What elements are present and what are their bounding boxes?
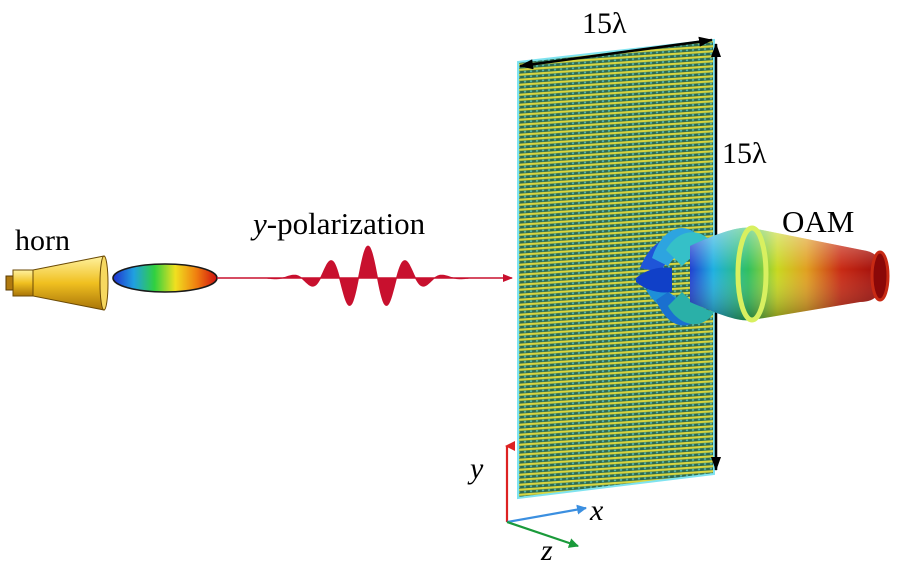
height-dimension-label: 15λ [722,137,767,170]
horn-radiation-lobe [112,263,218,293]
width-dimension-label: 15λ [582,7,627,40]
polarization-symbol: y [250,206,267,241]
axis-y-label: y [467,452,484,485]
oam-vortex-beam [636,225,890,326]
metasurface [517,38,715,500]
coordinate-axes [505,441,587,548]
axis-x-arrow [506,504,587,524]
beam-rim [735,225,769,323]
axis-x-label: x [589,494,604,527]
horn-antenna [5,255,109,311]
polarization-text: -polarization [267,206,426,241]
polarization-label: y-polarization [250,206,426,241]
oam-label: OAM [782,204,854,239]
beam-end-cap [870,250,890,302]
axis-z-label: z [540,534,553,567]
y-polarization-wave [267,245,469,306]
axis-z-arrow [506,520,579,548]
width-dimension-arrow [519,36,713,70]
horn-label: horn [15,224,70,257]
